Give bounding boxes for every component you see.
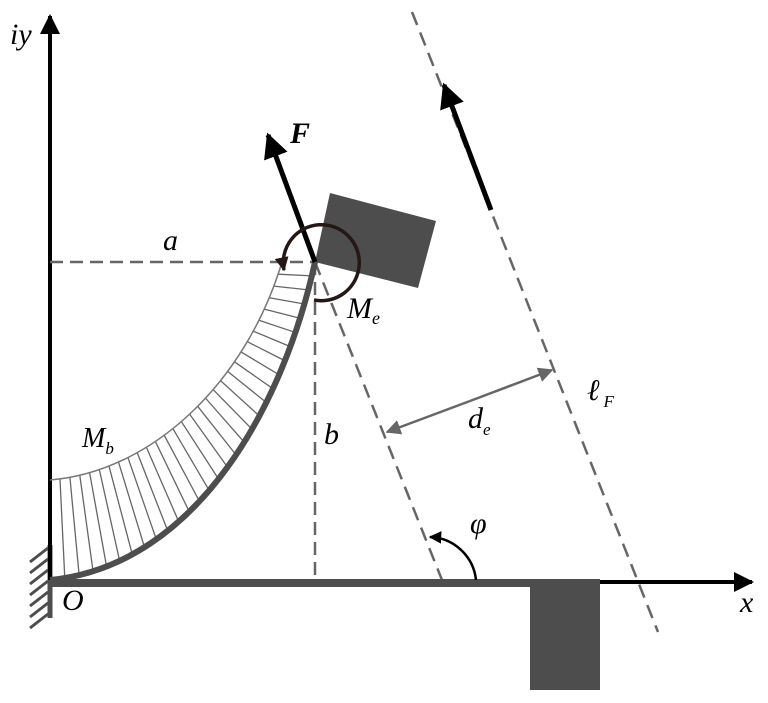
end-moment-arc (274, 222, 362, 303)
wall-hatch-line (29, 601, 49, 619)
hatch-line (247, 341, 286, 362)
hatch-line (240, 351, 280, 376)
hatch-line (127, 457, 157, 540)
hatch-line (189, 413, 229, 468)
deflected-beam (49, 261, 318, 583)
end-mass-block (315, 193, 436, 288)
hatch-line (145, 446, 180, 522)
hatch-line (154, 441, 190, 513)
hatch-line (180, 421, 220, 480)
hatch-line (258, 319, 296, 334)
angle-label: φ (470, 507, 487, 540)
hatch-line (269, 297, 305, 305)
hatch-line (172, 428, 210, 491)
distance-arrow (385, 399, 471, 435)
wall-hatch-line (29, 546, 49, 564)
wall-hatch-line (29, 568, 49, 586)
force-label: F (289, 117, 310, 150)
hatch-line (69, 477, 80, 576)
dimension-a-label: a (163, 224, 178, 257)
hatch-line (163, 434, 201, 502)
hatch-line (205, 397, 245, 443)
y-axis-label: iy (10, 18, 32, 51)
hatch-line (253, 330, 291, 348)
hatch-line (197, 405, 237, 456)
hatch-line (117, 461, 146, 548)
hatch-line (98, 469, 121, 561)
hatch-line (278, 273, 312, 277)
hatch-line (212, 389, 253, 430)
hatch-line (79, 475, 94, 572)
bending-moment-label: Mb (81, 423, 114, 458)
hatch-line (227, 370, 267, 403)
force-arrow (264, 132, 318, 263)
distance-arrow-right (469, 367, 554, 403)
hatch-line (234, 361, 274, 390)
bending-moment-hatching (59, 273, 312, 579)
end-moment-label: Me (346, 292, 380, 328)
wall-hatch-line (29, 557, 49, 575)
dimension-b-label: b (324, 418, 339, 451)
wall-hatch-line (29, 579, 49, 597)
bending-moment-outline (49, 261, 283, 481)
wall-hatch-line (29, 590, 49, 608)
hatch-line (136, 452, 169, 532)
angle-arc (428, 531, 478, 581)
hatch-line (88, 472, 108, 567)
fixed-wall-support (29, 545, 53, 630)
hatch-line (264, 308, 301, 319)
wall-hatch-line (29, 612, 49, 630)
origin-label: O (62, 584, 84, 617)
line-of-force-arrow (440, 82, 494, 211)
hatch-line (108, 465, 133, 555)
base-mass-block (530, 579, 600, 690)
hatch-line (220, 380, 260, 417)
x-axis-label: x (739, 586, 754, 619)
hatch-line (273, 285, 309, 291)
hatch-line (59, 478, 66, 579)
distance-label: de (468, 402, 491, 439)
force-parallel-line (313, 261, 444, 581)
